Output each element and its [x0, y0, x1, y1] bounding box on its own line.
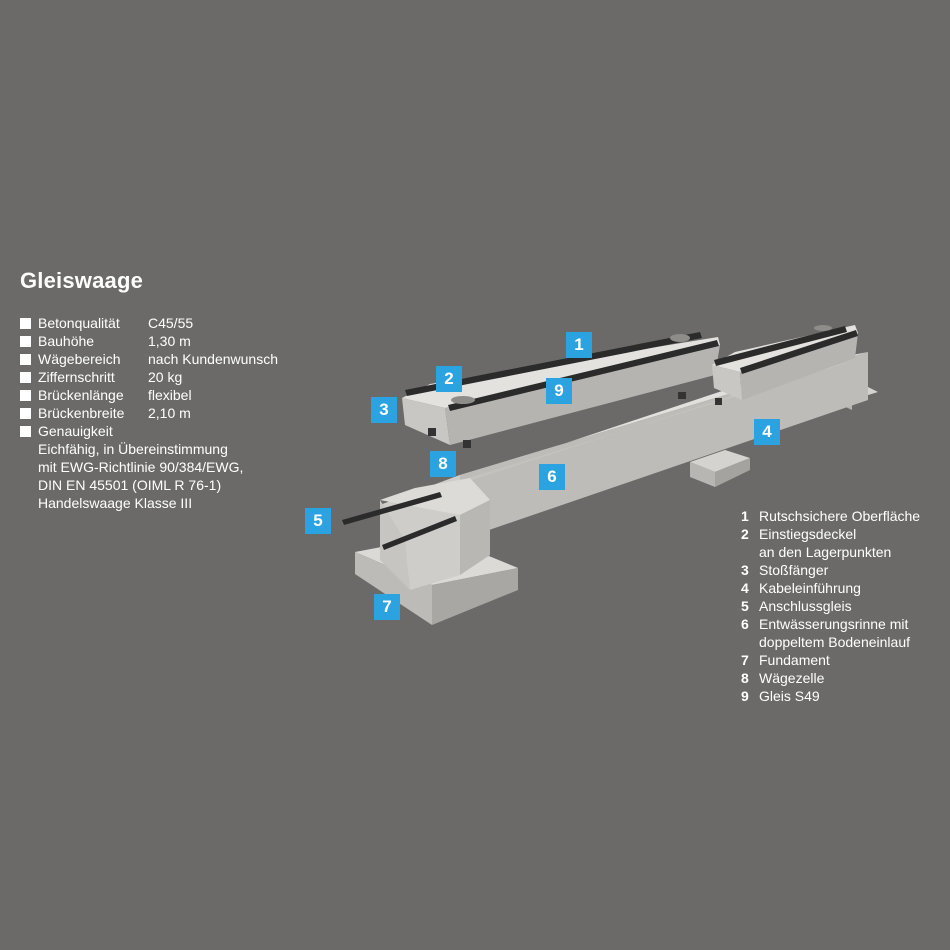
- legend: 1 Rutschsichere Oberfläche 2 Einstiegsdeck…: [741, 507, 920, 705]
- bullet-square-icon: [20, 389, 31, 401]
- spec-value: nach Kundenwunsch: [148, 351, 278, 367]
- spec-value: C45/55: [148, 315, 194, 331]
- accuracy-note-line: Handelswaage Klasse III: [38, 495, 193, 511]
- spec-row: Betonqualität C45/55: [20, 314, 278, 332]
- legend-item: 7 Fundament: [741, 651, 920, 669]
- spec-label: Genauigkeit: [38, 423, 113, 439]
- legend-number: 2: [741, 526, 749, 542]
- bullet-square-icon: [20, 353, 31, 365]
- legend-item: 4 Kabeleinführung: [741, 579, 920, 597]
- callout-badge: 8: [430, 451, 456, 477]
- legend-number: 6: [741, 616, 749, 632]
- weighing-bridge: [402, 332, 720, 445]
- spec-row: Genauigkeit: [20, 422, 278, 440]
- spec-row: Ziffernschritt 20 kg: [20, 368, 278, 386]
- legend-number: 7: [741, 652, 749, 668]
- legend-number: 5: [741, 598, 749, 614]
- legend-item: 8 Wägezelle: [741, 669, 920, 687]
- spec-row: Wägebereich nach Kundenwunsch: [20, 350, 278, 368]
- foundation-pad: [715, 458, 750, 487]
- callout-badge: 2: [436, 366, 462, 392]
- legend-text: Anschlussgleis: [759, 598, 852, 614]
- spec-value: 20 kg: [148, 369, 183, 385]
- spec-label: Brückenbreite: [38, 405, 125, 421]
- callout-badge: 1: [566, 332, 592, 358]
- legend-number: 3: [741, 562, 749, 578]
- legend-text: Entwässerungsrinne mit: [759, 616, 909, 632]
- callout-badge: 4: [754, 419, 780, 445]
- legend-item: 3 Stoßfänger: [741, 561, 920, 579]
- foundation-pad: [690, 450, 750, 472]
- callout-badge: 5: [305, 508, 331, 534]
- callout-badge: 7: [374, 594, 400, 620]
- legend-number: 4: [741, 580, 749, 596]
- legend-item: 6 Entwässerungsrinne mit doppeltem Bodenei…: [741, 615, 920, 651]
- legend-text: doppeltem Bodeneinlauf: [759, 634, 911, 650]
- legend-number: 9: [741, 688, 749, 704]
- spec-label: Betonqualität: [38, 315, 120, 331]
- spec-value: flexibel: [148, 387, 192, 403]
- legend-item: 9 Gleis S49: [741, 687, 920, 705]
- accuracy-note-line: Eichfähig, in Übereinstimmung: [38, 441, 228, 457]
- foundation-pad: [690, 462, 715, 487]
- legend-number: 8: [741, 670, 749, 686]
- legend-text: an den Lagerpunkten: [759, 544, 892, 560]
- legend-text: Wägezelle: [759, 670, 825, 686]
- bullet-square-icon: [20, 317, 31, 329]
- callout-badge: 3: [371, 397, 397, 423]
- accuracy-note: Eichfähig, in Übereinstimmung mit EWG-Ri…: [20, 440, 278, 512]
- load-cell: [428, 392, 722, 448]
- accuracy-note-line: DIN EN 45501 (OIML R 76-1): [38, 477, 222, 493]
- legend-text: Gleis S49: [759, 688, 820, 704]
- callout-badge: 6: [539, 464, 565, 490]
- callout-badge: 9: [546, 378, 572, 404]
- spec-value: 1,30 m: [148, 333, 191, 349]
- legend-text: Stoßfänger: [759, 562, 829, 578]
- legend-item: 1 Rutschsichere Oberfläche: [741, 507, 920, 525]
- legend-text: Fundament: [759, 652, 830, 668]
- spec-label: Bauhöhe: [38, 333, 95, 349]
- page-title: Gleiswaage: [20, 268, 144, 293]
- bullet-square-icon: [20, 425, 31, 437]
- spec-label: Wägebereich: [38, 351, 121, 367]
- legend-text: Einstiegsdeckel: [759, 526, 857, 542]
- bullet-square-icon: [20, 371, 31, 383]
- spec-list: Betonqualität C45/55 Bauhöhe 1,30 m Wägebe…: [20, 314, 278, 512]
- spec-row: Brückenbreite 2,10 m: [20, 404, 278, 422]
- spec-label: Brückenlänge: [38, 387, 124, 403]
- spec-row: Brückenlänge flexibel: [20, 386, 278, 404]
- bullet-square-icon: [20, 407, 31, 419]
- spec-label: Ziffernschritt: [38, 369, 115, 385]
- bullet-square-icon: [20, 335, 31, 347]
- legend-text: Kabeleinführung: [759, 580, 861, 596]
- accuracy-note-line: mit EWG-Richtlinie 90/384/EWG,: [38, 459, 244, 475]
- legend-item: 2 Einstiegsdeckel an den Lagerpunkten: [741, 525, 920, 561]
- legend-number: 1: [741, 508, 749, 524]
- spec-value: 2,10 m: [148, 405, 191, 421]
- legend-item: 5 Anschlussgleis: [741, 597, 920, 615]
- spec-row: Bauhöhe 1,30 m: [20, 332, 278, 350]
- legend-text: Rutschsichere Oberfläche: [759, 508, 921, 524]
- weighing-bridge: [712, 325, 858, 400]
- connecting-rail: [342, 492, 457, 550]
